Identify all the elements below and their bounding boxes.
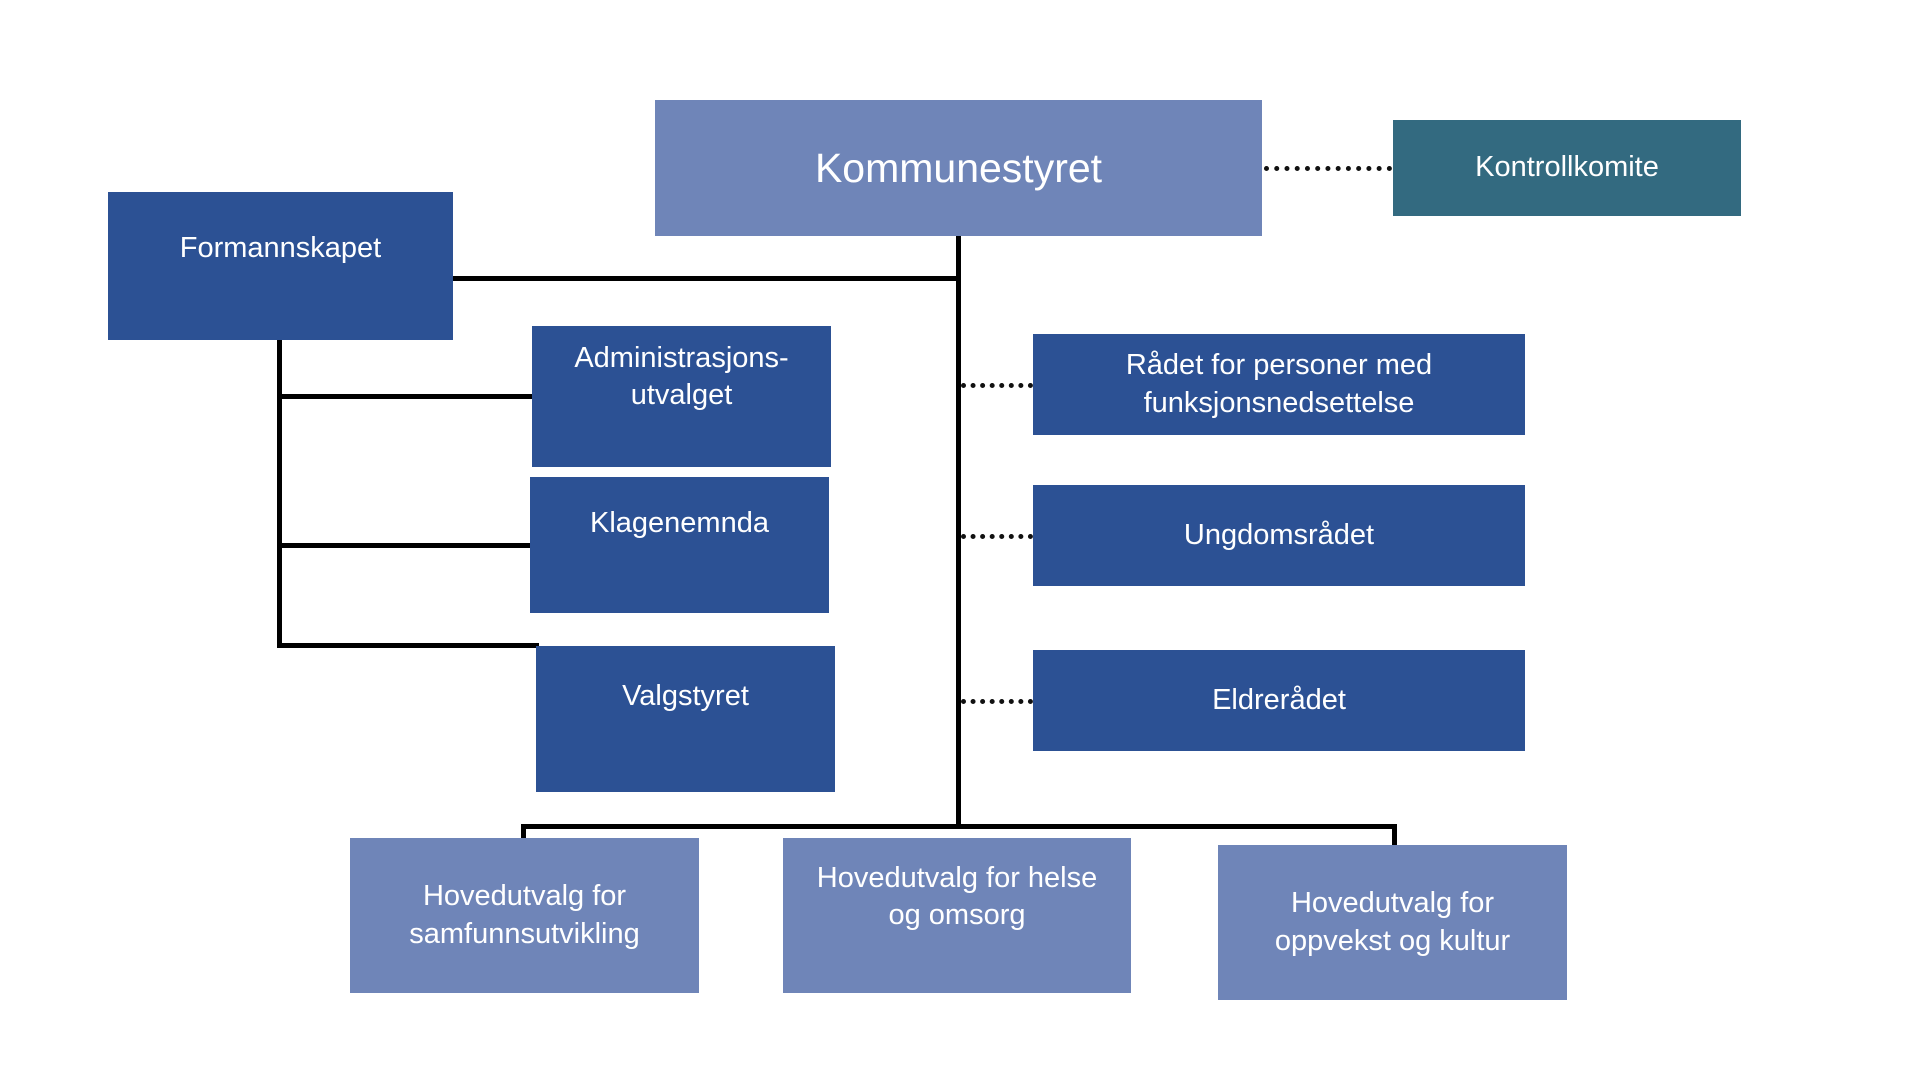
connector-hovedutvalg-distribution-bar [521, 824, 1397, 829]
node-ungdomsradet[interactable]: Ungdomsrådet [1033, 485, 1525, 586]
node-administrasjonsutvalget-label-line1: Administrasjons- [574, 342, 789, 374]
connector-formannskapet-to-klagenemnda [277, 543, 533, 548]
connector-dotted-ungdomsradet [961, 534, 1033, 539]
node-valgstyret[interactable]: Valgstyret [536, 646, 835, 792]
node-formannskapet-label: Formannskapet [179, 232, 382, 264]
node-kommunestyret[interactable]: Kommunestyret [655, 100, 1262, 236]
node-eldreradet-label: Eldrerådet [1212, 683, 1346, 716]
connector-drop-oppvekst-og-kultur [1392, 824, 1397, 846]
node-hovedutvalg-oppvekst-og-kultur-label-line1: Hovedutvalg for [1290, 887, 1495, 920]
node-hovedutvalg-helse-og-omsorg-label-line2: og omsorg [888, 899, 1026, 932]
node-ungdomsradet-label: Ungdomsrådet [1183, 518, 1375, 551]
node-hovedutvalg-oppvekst-og-kultur-label-line2: oppvekst og kultur [1274, 924, 1511, 957]
connector-formannskapet-to-valgstyret [277, 643, 539, 648]
node-kontrollkomite[interactable]: Kontrollkomite [1393, 120, 1741, 216]
node-formannskapet[interactable]: Formannskapet [108, 192, 453, 340]
connector-drop-samfunnsutvikling [521, 824, 526, 841]
node-kommunestyret-label: Kommunestyret [814, 144, 1103, 191]
node-administrasjonsutvalget-label: Administrasjons- utvalget [540, 340, 823, 414]
connector-kommunestyret-to-formannskapet [452, 276, 959, 281]
node-radet-label: Rådet for personer med funksjonsnedsette… [1041, 347, 1517, 421]
node-administrasjonsutvalget[interactable]: Administrasjons- utvalget [532, 326, 831, 467]
node-radet-label-line2: funksjonsnedsettelse [1143, 386, 1415, 419]
connector-dotted-kontrollkomite [1264, 166, 1392, 171]
node-hovedutvalg-oppvekst-og-kultur[interactable]: Hovedutvalg for oppvekst og kultur [1218, 845, 1567, 1000]
node-klagenemnda[interactable]: Klagenemnda [530, 477, 829, 613]
connector-formannskapet-to-administrasjonsutvalget [277, 394, 535, 399]
node-hovedutvalg-samfunnsutvikling-label-line2: samfunnsutvikling [409, 917, 640, 950]
node-valgstyret-label: Valgstyret [622, 680, 749, 712]
node-hovedutvalg-samfunnsutvikling-label-line1: Hovedutvalg for [422, 880, 627, 913]
node-administrasjonsutvalget-label-line2: utvalget [630, 379, 733, 412]
connector-kommunestyret-trunk [956, 236, 961, 828]
node-hovedutvalg-helse-og-omsorg-label-line1: Hovedutvalg for helse [816, 862, 1098, 894]
node-radet-for-personer-med-funksjonsnedsettelse[interactable]: Rådet for personer med funksjonsnedsette… [1033, 334, 1525, 435]
connector-dotted-radet-for-personer [961, 383, 1033, 388]
node-hovedutvalg-helse-og-omsorg-label: Hovedutvalg for helse og omsorg [791, 860, 1123, 934]
node-radet-label-line1: Rådet for personer med [1125, 349, 1433, 382]
node-hovedutvalg-oppvekst-og-kultur-label: Hovedutvalg for oppvekst og kultur [1226, 885, 1559, 959]
connector-dotted-eldreradet [961, 699, 1033, 704]
connector-formannskapet-spine [277, 340, 282, 647]
node-kontrollkomite-label: Kontrollkomite [1475, 151, 1659, 184]
node-hovedutvalg-samfunnsutvikling[interactable]: Hovedutvalg for samfunnsutvikling [350, 838, 699, 993]
node-hovedutvalg-samfunnsutvikling-label: Hovedutvalg for samfunnsutvikling [358, 878, 691, 952]
node-hovedutvalg-helse-og-omsorg[interactable]: Hovedutvalg for helse og omsorg [783, 838, 1131, 993]
node-eldreradet[interactable]: Eldrerådet [1033, 650, 1525, 751]
node-klagenemnda-label: Klagenemnda [590, 507, 769, 539]
